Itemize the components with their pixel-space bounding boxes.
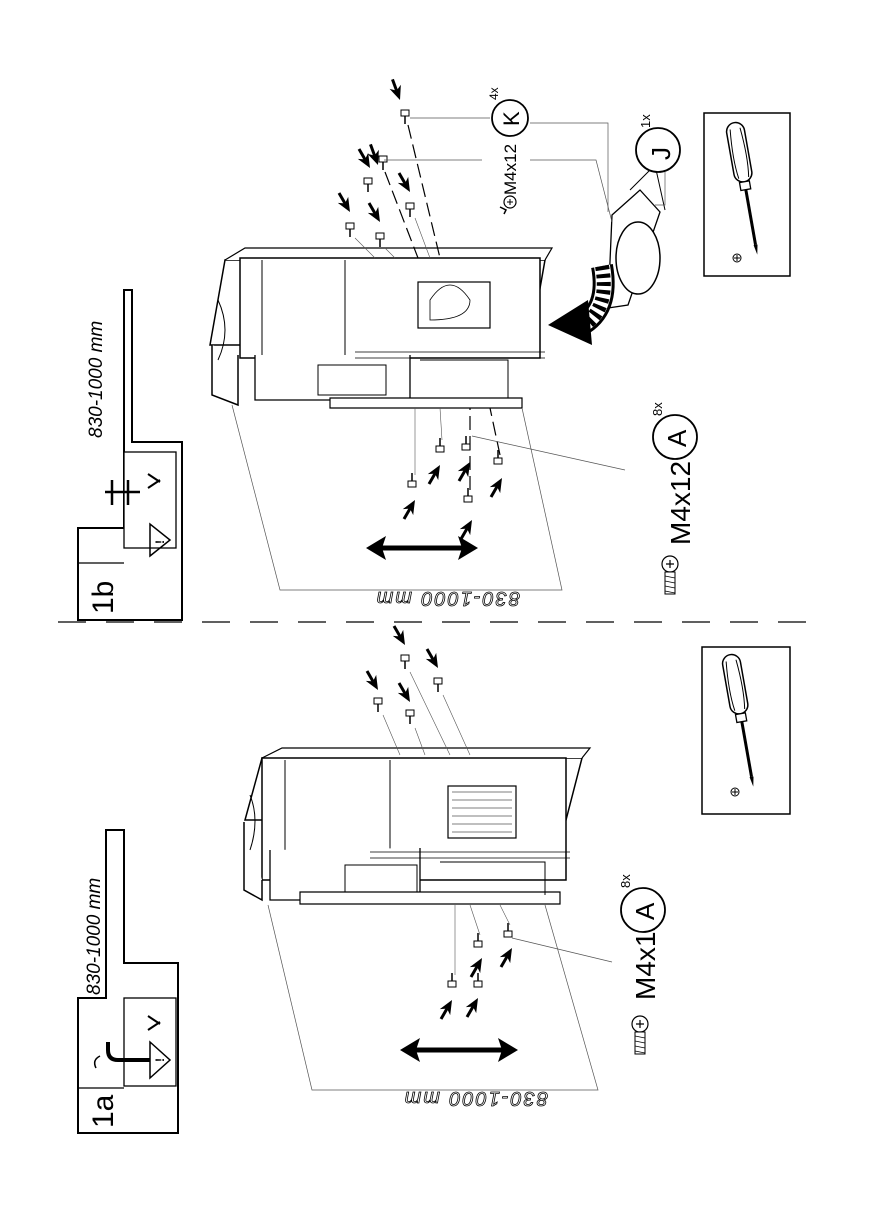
part-a-qty: 8x	[618, 874, 633, 888]
screw-icon	[662, 556, 678, 594]
part-k-callout: K 4x	[487, 87, 528, 136]
aux-screw-callout: M4x12	[500, 144, 520, 214]
double-arrow-icon	[366, 536, 478, 560]
step-1a-label: 1a	[87, 1094, 120, 1128]
tool-box-1a	[702, 647, 790, 814]
step-1a-range: 830-1000 mm	[84, 878, 105, 995]
step-1b-label: 1b	[87, 581, 120, 614]
svg-text:!: !	[153, 540, 167, 544]
adapter-part-j	[608, 165, 665, 308]
svg-text:!: !	[153, 1058, 167, 1062]
duct-assembly-1b	[210, 248, 552, 408]
double-arrow-icon	[400, 1038, 518, 1062]
step-1b-callout-main: M4x12 A 8x	[650, 402, 697, 545]
step-1b-dimension: 830-1000 mm	[375, 587, 520, 609]
step-1b-screw-spec: M4x12	[665, 461, 696, 545]
tool-box-1b	[704, 113, 790, 276]
part-a-letter: A	[630, 902, 660, 920]
part-a-qty-1b: 8x	[650, 402, 665, 416]
step-1a-panel: 1a 830-1000 mm !	[78, 623, 790, 1133]
phillips-head-icon	[731, 788, 739, 796]
part-a-letter-1b: A	[662, 429, 692, 447]
screws-upper-1a	[362, 623, 470, 755]
step-1b-panel: 1b 830-1000 mm !	[78, 77, 790, 620]
screws-upper-1b	[334, 77, 440, 258]
part-k-qty: 4x	[487, 87, 501, 100]
part-j-callout: J 1x	[636, 114, 680, 172]
screws-lower-1b	[399, 408, 507, 542]
step-1b-aux-screw-spec: M4x12	[501, 144, 520, 195]
screw-icon	[632, 1016, 648, 1054]
duct-assembly-1a	[244, 748, 590, 904]
step-1a-dimension: 830-1000 mm	[403, 1087, 548, 1109]
screw-head-icon	[500, 196, 516, 214]
part-k-letter: K	[499, 111, 524, 126]
curved-arrow-icon	[548, 266, 604, 345]
part-j-qty: 1x	[638, 114, 653, 128]
phillips-head-icon	[733, 254, 741, 262]
screws-lower-1a	[436, 905, 517, 1022]
step-1a-callout: M4x12 A 8x	[618, 874, 665, 1000]
part-j-letter: J	[646, 147, 676, 160]
step-1b-range: 830-1000 mm	[86, 321, 107, 438]
